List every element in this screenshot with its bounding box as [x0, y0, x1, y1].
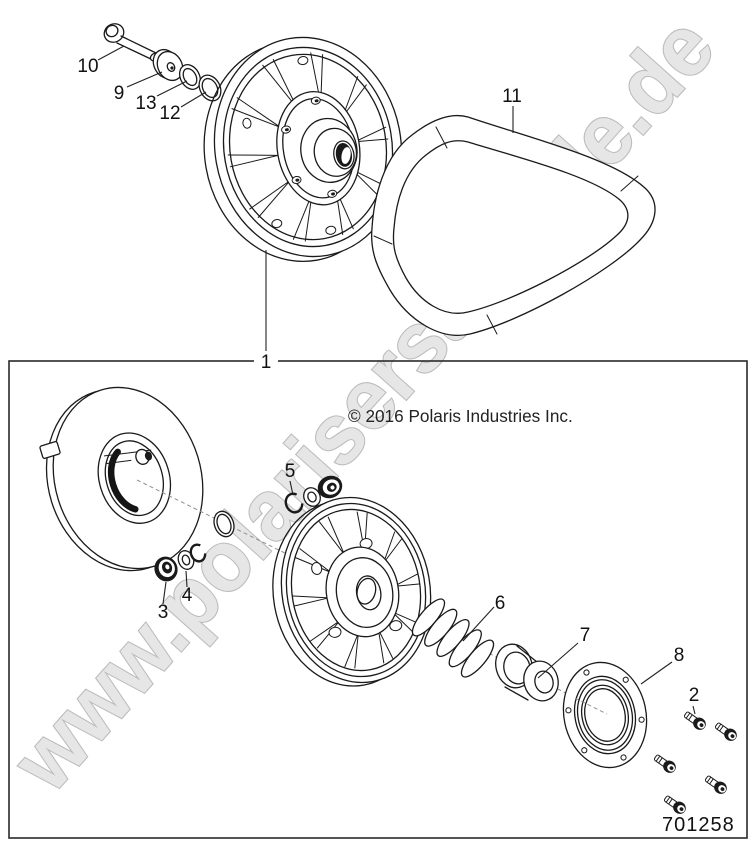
- leader-lines: [97, 45, 696, 715]
- driven-clutch-front-drawing: [203, 36, 403, 263]
- callout-11: 11: [502, 86, 522, 107]
- callout-4: 4: [182, 585, 193, 606]
- screw: [683, 711, 706, 730]
- flange-cover-8-drawing: [562, 661, 648, 769]
- callout-8: 8: [674, 645, 685, 666]
- fiche-number: 701258: [662, 814, 735, 836]
- retainer-5-drawing: [284, 475, 343, 514]
- screw: [663, 795, 686, 814]
- callout-13: 13: [135, 93, 156, 114]
- bolt-drawing: [103, 23, 161, 62]
- washer-4-drawing: [177, 543, 207, 570]
- cover-plate-drawing: [45, 386, 204, 572]
- assembly-box-border: [8, 360, 748, 839]
- retainer-7-drawing: [495, 643, 559, 702]
- callout-1: 1: [261, 352, 272, 373]
- callout-2: 2: [689, 685, 700, 706]
- screw: [704, 775, 727, 794]
- snap-ring-5: [284, 492, 304, 514]
- washer-9-drawing: [152, 48, 184, 82]
- o-ring-drawing: [213, 510, 235, 538]
- washer-13-drawing: [178, 64, 202, 90]
- cover-crescent: [107, 448, 139, 513]
- snap-ring-4: [189, 543, 207, 563]
- movable-sheave-drawing: [272, 496, 432, 687]
- spring-drawing: [411, 598, 495, 678]
- callout-7: 7: [580, 625, 591, 646]
- bushing-3-drawing: [154, 556, 178, 582]
- callout-10: 10: [77, 56, 98, 77]
- axis-dash-flange: [574, 697, 608, 715]
- flange-bolt-holes: [281, 96, 338, 198]
- callout-3: 3: [158, 602, 169, 623]
- screw: [714, 722, 737, 741]
- callout-6: 6: [495, 593, 506, 614]
- key-drawing: [39, 441, 61, 459]
- callout-9: 9: [114, 83, 125, 104]
- callout-12: 12: [159, 103, 180, 124]
- callout-1-backing: [254, 351, 278, 371]
- screw: [653, 754, 676, 773]
- screws-2-drawing: [653, 711, 737, 814]
- callout-5: 5: [285, 461, 296, 482]
- drive-belt-drawing: [370, 115, 656, 336]
- copyright-text: © 2016 Polaris Industries Inc.: [348, 406, 573, 426]
